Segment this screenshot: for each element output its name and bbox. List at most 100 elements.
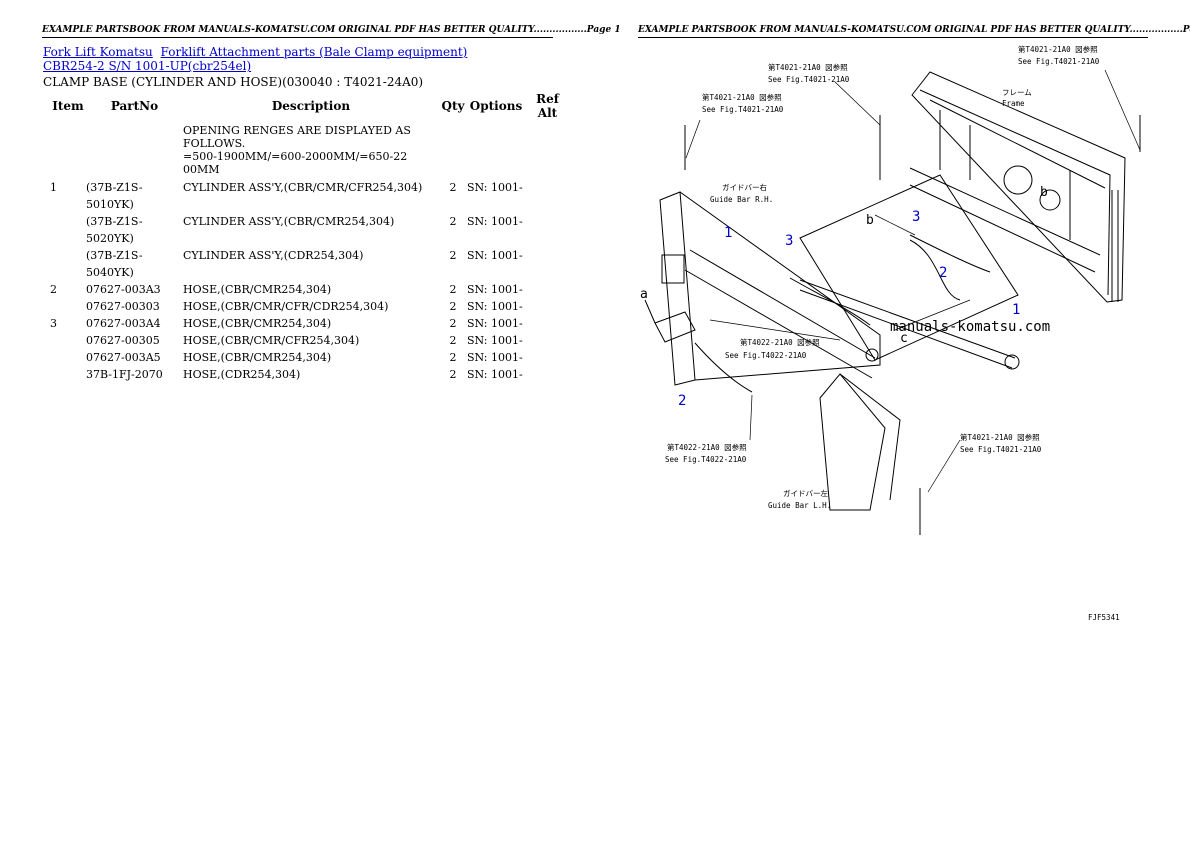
row-item bbox=[42, 247, 86, 281]
item-callout-3a: 3 bbox=[785, 233, 793, 249]
row-options: SN: 1001- bbox=[467, 351, 523, 364]
col-item: Item bbox=[52, 99, 84, 113]
row-item bbox=[42, 213, 86, 247]
callout-ref-4022-en: See Fig.T4022-21A0 bbox=[725, 351, 807, 360]
row-options: SN: 1001- bbox=[467, 249, 523, 262]
cylinder-body bbox=[689, 249, 876, 359]
row-refalt bbox=[525, 281, 570, 298]
callout-ref-frame-jp: 第T4021-21A0 図参照 bbox=[768, 62, 848, 72]
opening-ranges-note: OPENING RENGES ARE DISPLAYED AS FOLLOWS.… bbox=[183, 124, 411, 176]
row-item bbox=[42, 349, 86, 366]
row-description: HOSE,(CBR/CMR254,304) bbox=[183, 283, 332, 296]
row-partno: 07627-003A5 bbox=[86, 351, 161, 364]
row-partno: (37B-Z1S-5010YK) bbox=[86, 181, 143, 211]
row-partno: 37B-1FJ-2070 bbox=[86, 368, 163, 381]
row-qty: 2 bbox=[449, 317, 457, 330]
row-item bbox=[42, 366, 86, 383]
row-options: SN: 1001- bbox=[467, 300, 523, 313]
row-options: SN: 1001- bbox=[467, 334, 523, 347]
hose-2-upper bbox=[909, 239, 961, 301]
row-partno: 07627-003A3 bbox=[86, 283, 161, 296]
callout-ref-top-jp: 第T4021-21A0 図参照 bbox=[1018, 44, 1098, 54]
frame-label-en: Frame bbox=[1002, 99, 1025, 108]
row-options: SN: 1001- bbox=[467, 368, 523, 381]
row-refalt bbox=[525, 298, 570, 315]
page-header-left: EXAMPLE PARTSBOOK FROM MANUALS-KOMATSU.C… bbox=[42, 25, 621, 38]
callout-ref-left-en: See Fig.T4021-21A0 bbox=[702, 105, 784, 114]
row-partno: 07627-003A4 bbox=[86, 317, 161, 330]
row-description: CYLINDER ASS'Y,(CBR/CMR/CFR254,304) bbox=[183, 181, 423, 194]
row-qty: 2 bbox=[449, 351, 457, 364]
callout-ref-4022b-jp: 第T4022-21A0 図参照 bbox=[667, 442, 747, 452]
col-options: Options bbox=[469, 99, 523, 113]
col-refalt: Ref Alt bbox=[536, 92, 559, 120]
row-description: CYLINDER ASS'Y,(CBR/CMR254,304) bbox=[183, 215, 395, 228]
hose-2-lower bbox=[694, 342, 753, 393]
row-options: SN: 1001- bbox=[467, 283, 523, 296]
guide-lh-label-jp: ガイドバー左 bbox=[783, 488, 828, 498]
breadcrumb-link-model[interactable]: CBR254-2 S/N 1001-UP(cbr254el) bbox=[43, 59, 252, 73]
row-description: HOSE,(CBR/CMR254,304) bbox=[183, 317, 332, 330]
table-row: (37B-Z1S-5020YK)CYLINDER ASS'Y,(CBR/CMR2… bbox=[42, 213, 570, 247]
row-refalt bbox=[525, 179, 570, 213]
callout-ref-top-en: See Fig.T4021-21A0 bbox=[1018, 57, 1100, 66]
callout-ref-left-jp: 第T4021-21A0 図参照 bbox=[702, 92, 782, 102]
guide-rh-label-jp: ガイドバー右 bbox=[722, 182, 767, 192]
table-row: 37B-1FJ-2070 HOSE,(CDR254,304) 2 SN: 1001- bbox=[42, 366, 570, 383]
table-row: 07627-003A5 HOSE,(CBR/CMR254,304) 2 SN: 100… bbox=[42, 349, 570, 366]
row-item: 3 bbox=[50, 317, 57, 330]
col-qty: Qty bbox=[441, 99, 465, 113]
hose-3-lower bbox=[789, 277, 871, 326]
item-callout-2b: 2 bbox=[678, 393, 686, 409]
callout-ref-2140-jp: 第T4021-21A0 図参照 bbox=[960, 432, 1040, 442]
item-callout-1a: 1 bbox=[724, 225, 732, 241]
breadcrumb-link-attachment[interactable]: Forklift Attachment parts (Bale Clamp eq… bbox=[160, 45, 468, 59]
row-description: CYLINDER ASS'Y,(CDR254,304) bbox=[183, 249, 364, 262]
exploded-parts-diagram: 第T4021-21A0 図参照 See Fig.T4021-21A0 第T402… bbox=[640, 44, 1141, 622]
callout-ref-frame-en: See Fig.T4021-21A0 bbox=[768, 75, 850, 84]
row-description: HOSE,(CBR/CMR254,304) bbox=[183, 351, 332, 364]
table-header-row: Item PartNo Description Qty Options Ref … bbox=[42, 90, 570, 124]
row-qty: 2 bbox=[449, 215, 457, 228]
row-description: HOSE,(CBR/CMR/CFR/CDR254,304) bbox=[183, 300, 389, 313]
col-partno: PartNo bbox=[110, 99, 159, 113]
breadcrumb: Fork Lift Komatsu Forklift Attachment pa… bbox=[43, 45, 513, 73]
row-refalt bbox=[525, 247, 570, 281]
row-options: SN: 1001- bbox=[467, 317, 523, 330]
letter-c-2: c bbox=[900, 331, 908, 346]
hose-3-upper bbox=[909, 234, 991, 273]
page-header-right: EXAMPLE PARTSBOOK FROM MANUALS-KOMATSU.C… bbox=[638, 25, 1190, 38]
table-row: (37B-Z1S-5040YK)CYLINDER ASS'Y,(CDR254,3… bbox=[42, 247, 570, 281]
letter-b-2: b bbox=[1040, 185, 1048, 200]
row-refalt bbox=[525, 315, 570, 332]
row-refalt bbox=[525, 366, 570, 383]
row-qty: 2 bbox=[449, 300, 457, 313]
row-description: HOSE,(CDR254,304) bbox=[183, 368, 301, 381]
item-callout-2a: 2 bbox=[939, 265, 947, 281]
table-row-note: OPENING RENGES ARE DISPLAYED AS FOLLOWS.… bbox=[42, 124, 570, 179]
row-refalt bbox=[525, 332, 570, 349]
callout-ref-4022-jp: 第T4022-21A0 図参照 bbox=[740, 337, 820, 347]
guide-rh-label-en: Guide Bar R.H. bbox=[710, 195, 773, 204]
valve-block bbox=[654, 311, 696, 343]
item-callout-1b: 1 bbox=[1012, 302, 1020, 318]
parts-table: Item PartNo Description Qty Options Ref … bbox=[42, 90, 570, 383]
row-qty: 2 bbox=[449, 181, 457, 194]
row-qty: 2 bbox=[449, 368, 457, 381]
row-item: 1 bbox=[50, 181, 57, 194]
section-title: CLAMP BASE (CYLINDER AND HOSE)(030040 : … bbox=[43, 75, 424, 89]
table-row: 1 (37B-Z1S-5010YK) CYLINDER ASS'Y,(CBR/CMR… bbox=[42, 179, 570, 213]
row-item bbox=[42, 298, 86, 315]
row-item: 2 bbox=[50, 283, 57, 296]
item-callout-3b: 3 bbox=[912, 209, 920, 225]
row-refalt bbox=[525, 213, 570, 247]
row-refalt bbox=[525, 349, 570, 366]
letter-b-1: b bbox=[866, 213, 874, 228]
guide-bar-rh bbox=[659, 191, 696, 386]
figure-code: FJF5341 bbox=[1088, 613, 1120, 622]
breadcrumb-link-forklift[interactable]: Fork Lift Komatsu bbox=[43, 45, 153, 59]
guide-bar-lh bbox=[819, 373, 886, 511]
